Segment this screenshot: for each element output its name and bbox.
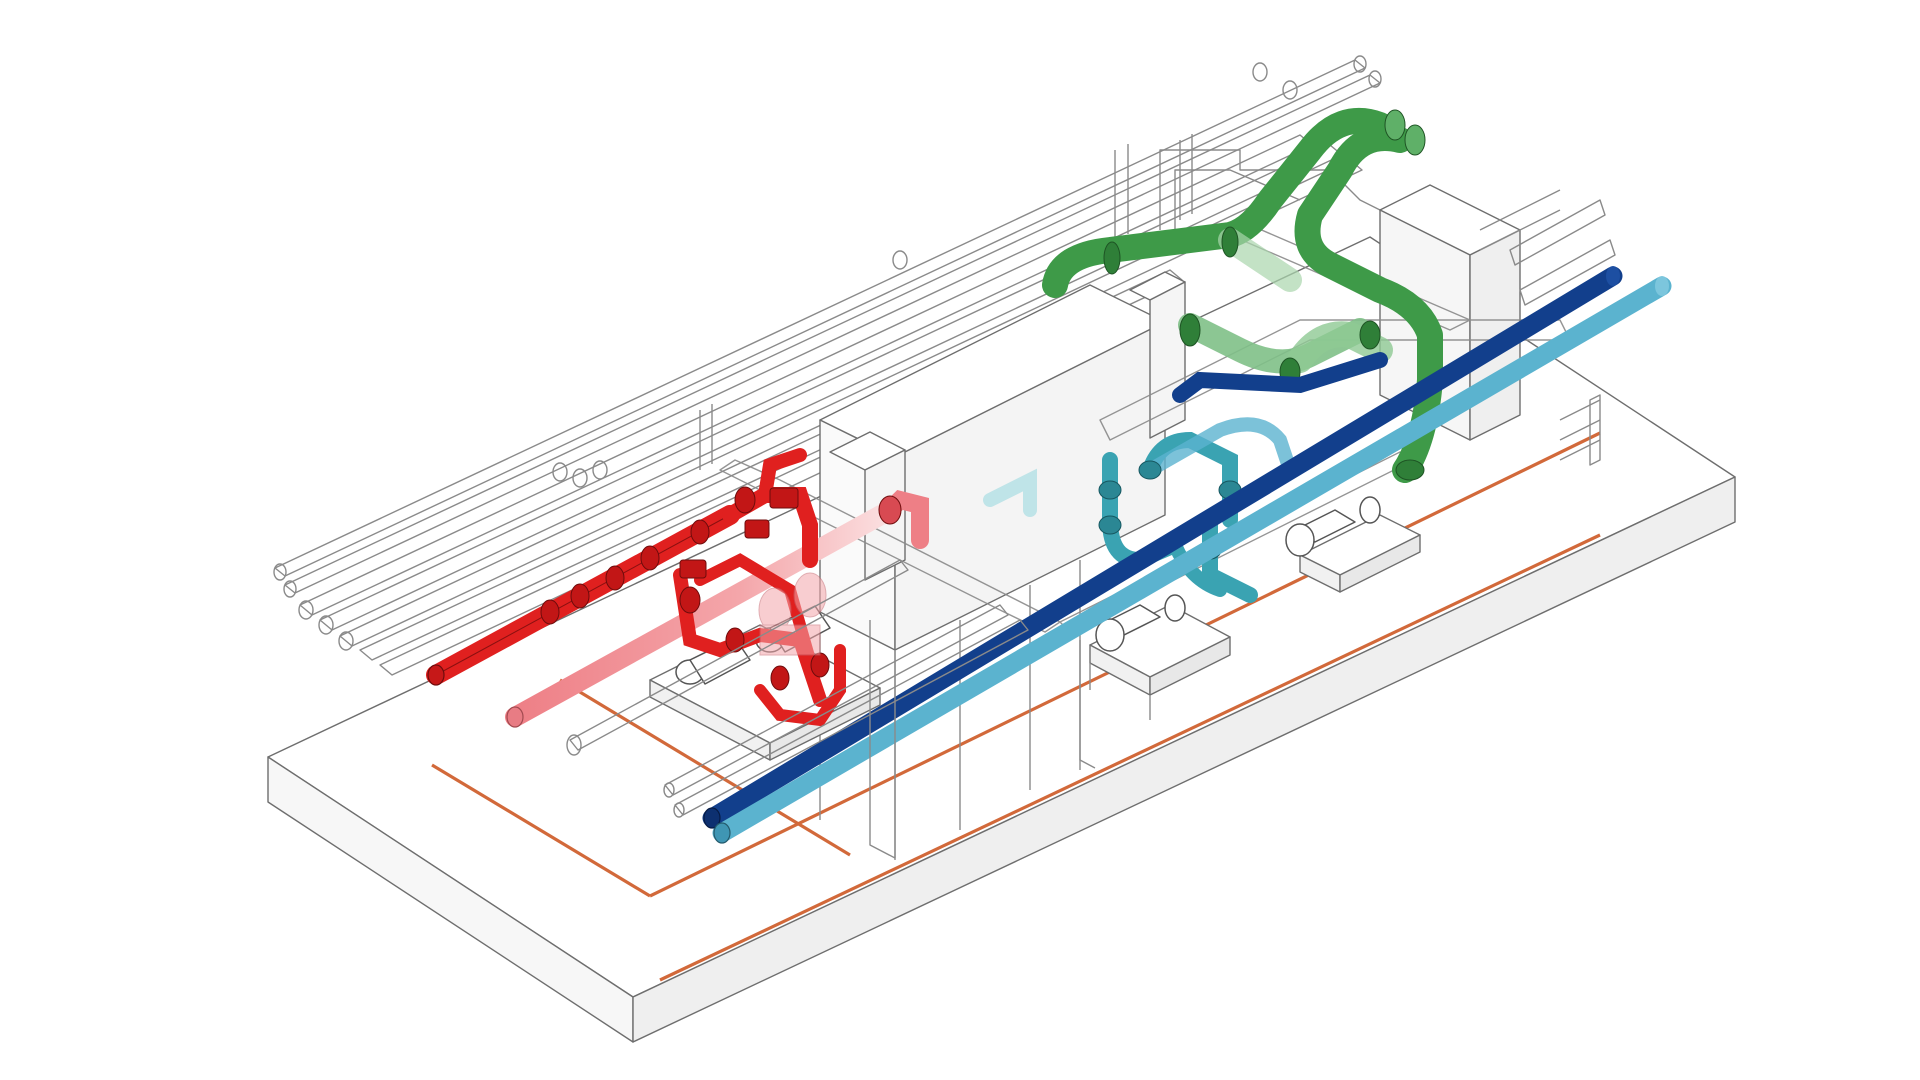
structural-columns	[869, 620, 1096, 859]
slab-markings	[431, 431, 1601, 982]
slab-marking-outer	[431, 763, 651, 898]
flange-icon	[1103, 109, 1426, 481]
slab-marking-inner	[559, 678, 851, 857]
chilled-water-mains	[702, 266, 1672, 844]
condenser-water-piping	[1042, 107, 1443, 483]
fire-protection-piping	[426, 448, 929, 728]
pump-skid-middle	[1089, 594, 1231, 720]
valve-icon	[540, 486, 902, 691]
slab-marking-edge	[659, 533, 1601, 982]
pump-skid-right	[1285, 496, 1421, 593]
right-rack-frames	[1479, 189, 1616, 466]
pump-motor-icon	[1285, 496, 1381, 557]
pump-motor-icon	[1095, 594, 1186, 652]
lower-outlined-pipes	[566, 559, 1029, 818]
